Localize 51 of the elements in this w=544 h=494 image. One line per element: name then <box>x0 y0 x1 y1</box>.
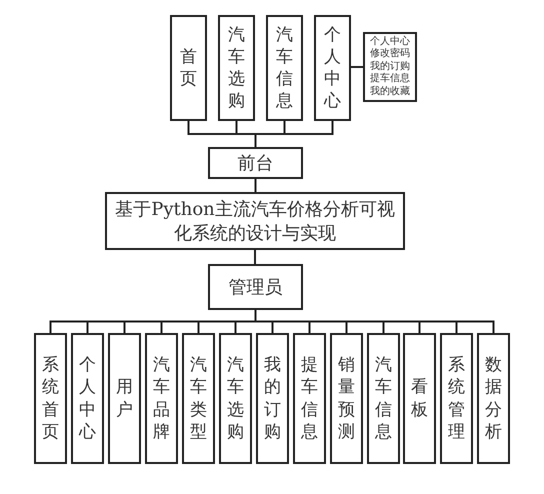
module-box <box>208 147 303 179</box>
module-label: 我的收藏 <box>370 86 410 98</box>
module-label: 系统首页 <box>42 354 59 443</box>
module-box <box>266 15 303 121</box>
module-label: 汽车信息 <box>276 24 293 112</box>
module-box <box>440 333 473 464</box>
module-label: 看板 <box>411 376 428 421</box>
module-label: 汽车选购 <box>227 354 244 443</box>
module-label: 汽车选购 <box>228 24 245 112</box>
module-box <box>403 333 436 464</box>
module-label: 首页 <box>180 46 197 90</box>
module-box <box>330 333 363 464</box>
module-label: 我的订购 <box>370 60 410 72</box>
module-label: 基于Python主流汽车价格分析可视化系统的设计与实现 <box>114 198 396 245</box>
module-label: 用户 <box>116 376 133 421</box>
module-box <box>256 333 289 464</box>
module-label: 个人中心 <box>324 24 341 112</box>
module-box <box>108 333 141 464</box>
module-label: 提车信息 <box>370 73 410 86</box>
connector-line <box>351 66 363 68</box>
module-label: 系统管理 <box>448 354 465 443</box>
module-label: 提车信息 <box>301 354 318 443</box>
module-box <box>182 333 215 464</box>
module-box <box>208 264 303 310</box>
module-box <box>71 333 104 464</box>
connector-line <box>254 250 256 264</box>
module-box <box>314 15 351 121</box>
module-label: 管理员 <box>228 276 282 299</box>
module-box <box>293 333 326 464</box>
module-box <box>145 333 178 464</box>
module-label: 我的订购 <box>264 354 281 443</box>
connector-line <box>254 310 494 333</box>
module-box <box>34 333 67 464</box>
module-box <box>170 15 207 121</box>
module-label: 汽车信息 <box>375 354 392 443</box>
module-label: 修改密码 <box>370 48 410 60</box>
module-label: 数据分析 <box>485 354 502 443</box>
module-box <box>219 333 252 464</box>
note-box <box>363 32 417 102</box>
module-label: 汽车品牌 <box>153 354 170 443</box>
module-box <box>218 15 255 121</box>
module-label: 汽车类型 <box>190 354 207 443</box>
module-label: 个人中心 <box>79 354 96 443</box>
module-box <box>105 192 405 250</box>
module-label: 销量预测 <box>338 354 355 443</box>
connector-line <box>254 121 334 147</box>
module-box <box>367 333 400 464</box>
connector-line <box>254 179 256 192</box>
module-label: 前台 <box>238 152 274 175</box>
module-box <box>477 333 510 464</box>
module-label: 个人中心 <box>370 36 410 48</box>
